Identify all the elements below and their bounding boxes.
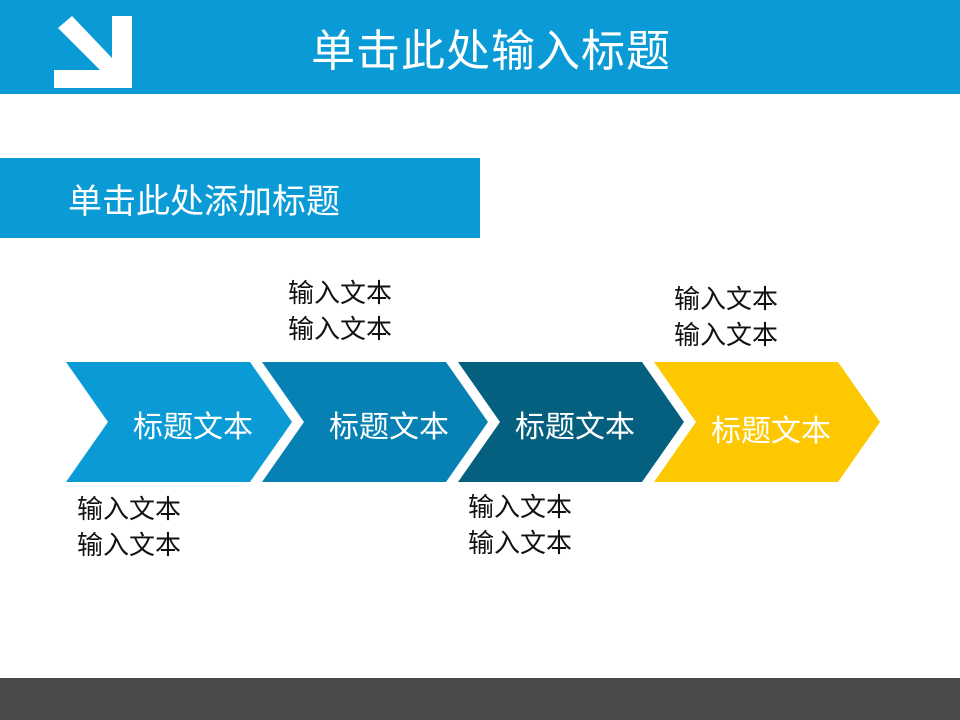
step-label-3: 标题文本: [515, 410, 635, 445]
header-bar: 单击此处输入标题: [0, 0, 960, 94]
arrow-down-right-icon: [54, 16, 132, 88]
note-line: 输入文本: [288, 279, 393, 309]
step-label-4: 标题文本: [711, 414, 831, 449]
section-title[interactable]: 单击此处添加标题: [68, 181, 340, 222]
note-line: 输入文本: [77, 495, 182, 525]
note-line: 输入文本: [674, 321, 779, 351]
note-line: 输入文本: [674, 285, 779, 315]
chevron-step-4[interactable]: [654, 362, 880, 482]
note-bottom-3[interactable]: 输入文本 输入文本: [468, 490, 572, 562]
page-title[interactable]: 单击此处输入标题: [311, 26, 671, 77]
chevron-step-3[interactable]: [458, 362, 684, 482]
note-line: 输入文本: [468, 529, 573, 559]
note-line: 输入文本: [288, 315, 393, 345]
note-top-2[interactable]: 输入文本 输入文本: [288, 276, 392, 348]
step-label-2: 标题文本: [329, 410, 449, 445]
chevron-step-2[interactable]: [262, 362, 488, 482]
note-line: 输入文本: [77, 531, 182, 561]
chevron-step-1[interactable]: [66, 362, 292, 482]
note-top-4[interactable]: 输入文本 输入文本: [674, 282, 778, 354]
step-label-1: 标题文本: [133, 410, 253, 445]
note-line: 输入文本: [468, 493, 573, 523]
section-title-bar: 单击此处添加标题: [0, 158, 480, 238]
footer-bar: [0, 678, 960, 720]
note-bottom-1[interactable]: 输入文本 输入文本: [77, 492, 181, 564]
